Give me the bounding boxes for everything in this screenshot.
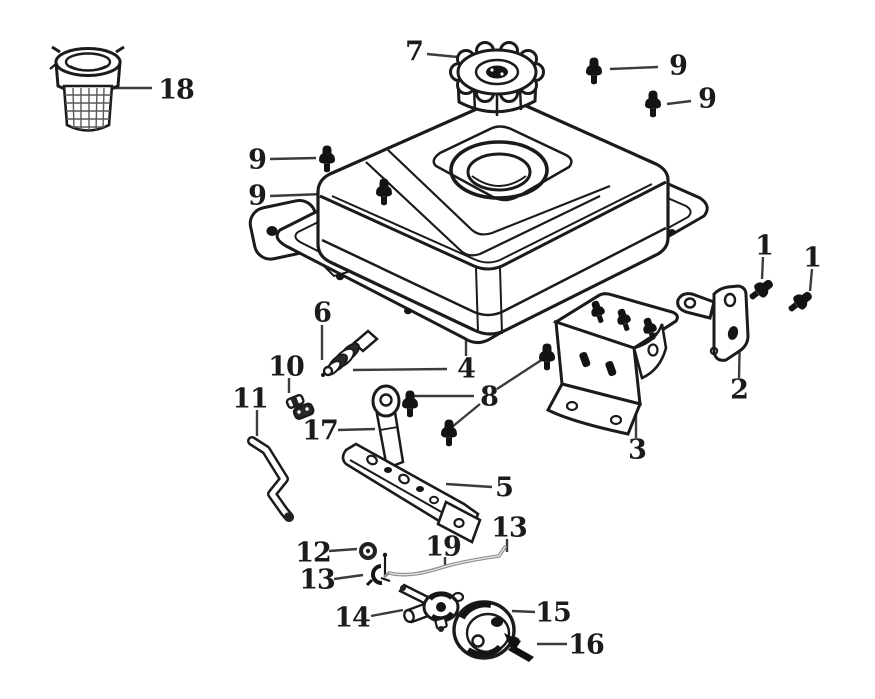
leader-5 <box>445 482 493 489</box>
leader-1b <box>808 268 814 292</box>
bolt-9c <box>319 145 335 173</box>
fuel-pipe-drawing <box>383 545 507 579</box>
clip-drawing <box>365 552 391 587</box>
fuel-cap-drawing <box>449 41 545 116</box>
fuel-joint-drawing <box>321 329 379 377</box>
bracket-weld-clips <box>579 298 660 377</box>
hose-clamp-drawing <box>285 393 315 420</box>
mount-bracket-drawing <box>545 292 679 436</box>
leader-14 <box>370 608 404 618</box>
leader-9a <box>609 65 659 71</box>
leader-15 <box>511 609 536 614</box>
bolt-1a <box>745 275 777 305</box>
rail-bracket-drawing <box>341 442 482 544</box>
fuel-strainer-drawing <box>49 45 125 132</box>
grommet-drawing <box>359 542 377 560</box>
bolt-8a <box>402 390 418 418</box>
leader-13a <box>333 573 364 581</box>
side-bracket-drawing <box>676 284 750 362</box>
round-cover-drawing <box>452 600 520 660</box>
leader-1a <box>760 256 765 280</box>
leader-8d2 <box>451 403 481 428</box>
leader-9c <box>269 156 317 161</box>
bolt-9b <box>645 90 661 118</box>
bolt-1b <box>784 287 816 317</box>
support-arm-drawing <box>371 384 405 470</box>
leader-12 <box>328 547 358 553</box>
leader-8d1 <box>496 357 544 391</box>
leader-4h <box>352 367 448 372</box>
leader-9b <box>666 99 692 106</box>
leader-17 <box>337 427 376 432</box>
petcock-drawing <box>398 583 465 632</box>
fuel-hose-drawing <box>247 436 294 522</box>
screw-arrow-drawing <box>504 633 534 662</box>
bolt-9a <box>586 57 602 85</box>
bolt-8b <box>539 343 555 371</box>
